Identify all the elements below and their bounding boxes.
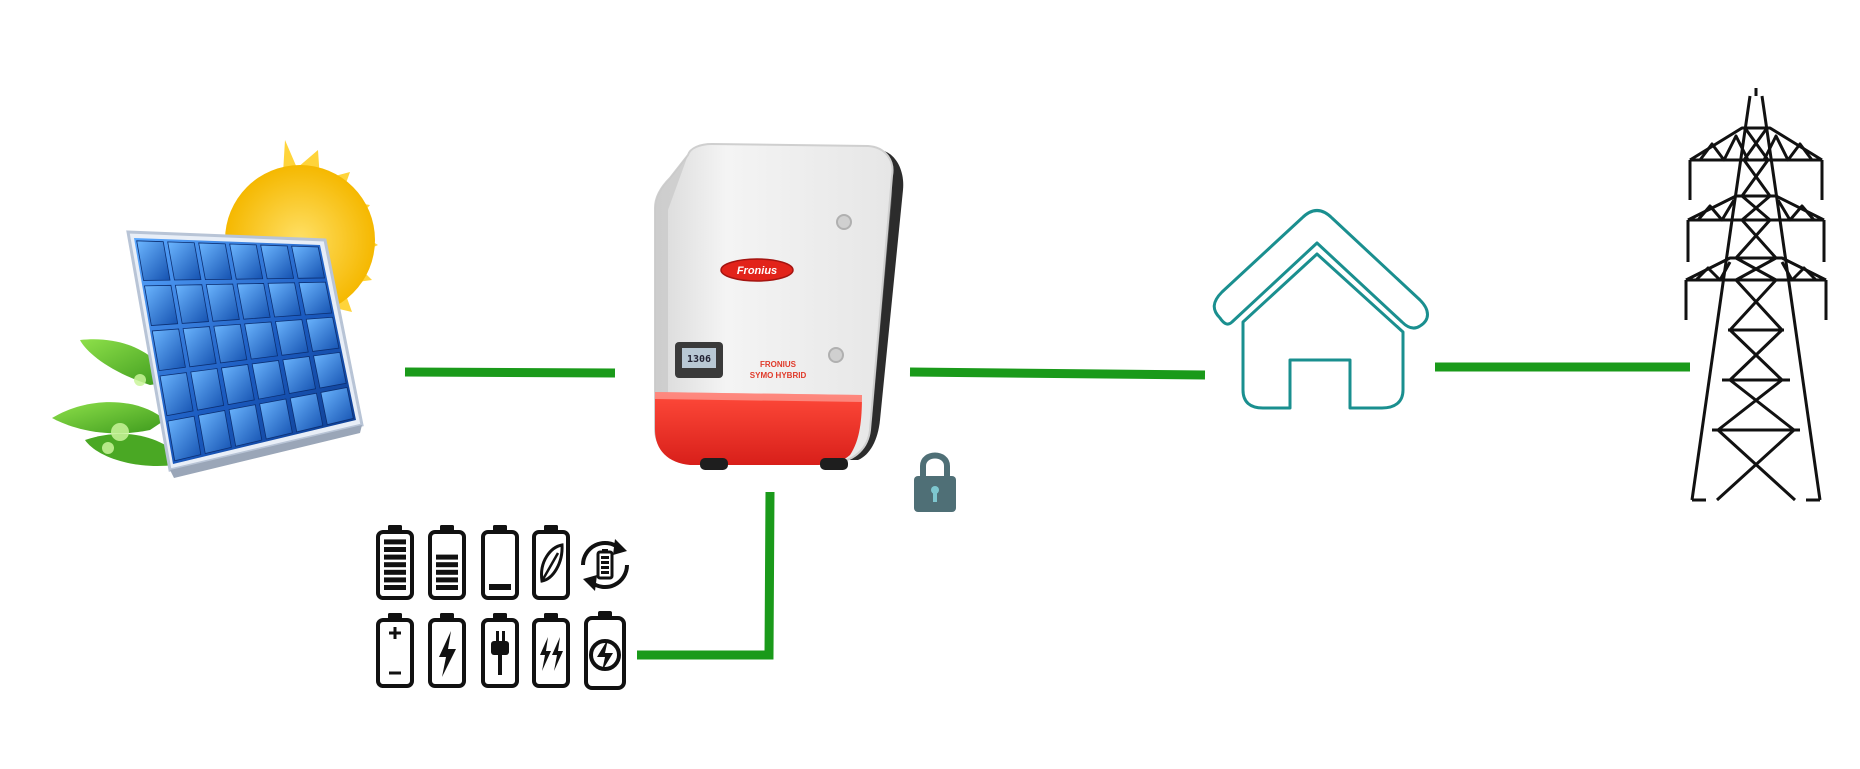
battery-cycle-icon [580, 539, 630, 591]
solar-cell [213, 323, 248, 364]
solar-cell [190, 368, 225, 411]
battery-double-bolt-icon [532, 613, 570, 688]
battery-high-icon [428, 525, 466, 600]
line-solar-to-inverter [404, 367, 616, 378]
solar-cell [151, 328, 186, 372]
solar-cell [228, 404, 263, 447]
solar-cell [298, 281, 333, 316]
battery-full-icon [376, 525, 414, 600]
house-icon [1212, 209, 1429, 410]
solar-cell [274, 319, 309, 356]
display-reading: 1306 [687, 354, 711, 365]
solar-cell [260, 244, 295, 280]
inverter-model-line2: SYMO HYBRID [750, 371, 807, 380]
solar-cell [198, 242, 233, 280]
solar-cell [251, 360, 286, 400]
battery-charge-ring-icon [584, 611, 626, 690]
connection-lines [404, 362, 1690, 660]
solar-cell [167, 241, 202, 281]
battery-plug-icon [481, 613, 519, 688]
inverter-icon: Fronius 1306 FRONIUS SYMO HYBRID [654, 142, 904, 470]
power-pylon-icon [1684, 88, 1828, 502]
inverter-model-line1: FRONIUS [760, 360, 797, 369]
line-inverter-to-battery [637, 491, 775, 660]
solar-cell [174, 284, 209, 324]
solar-cell [229, 243, 264, 280]
solar-cell [167, 415, 202, 462]
solar-cell [182, 326, 217, 368]
solar-panel-icon [52, 140, 378, 478]
battery-icon-grid [376, 525, 630, 690]
solar-cell [144, 284, 179, 326]
leaf-icon [52, 339, 182, 466]
inverter-brand-label: Fronius [737, 265, 777, 277]
solar-cell [220, 364, 255, 406]
solar-cell-grid [136, 240, 354, 462]
solar-cell [282, 355, 317, 395]
battery-bolt-icon [428, 613, 466, 688]
solar-cell [289, 392, 324, 433]
solar-cell [313, 351, 347, 389]
solar-cell [305, 316, 340, 352]
solar-cell [136, 240, 171, 281]
battery-eco-leaf-icon [532, 525, 570, 600]
line-inverter-to-house [909, 367, 1206, 380]
solar-cell [259, 398, 293, 440]
battery-plus-minus-icon [376, 613, 414, 688]
solar-cell [236, 283, 271, 320]
solar-cell [244, 321, 279, 360]
solar-cell [320, 387, 354, 426]
lock-icon [914, 452, 956, 512]
solar-cell [159, 372, 194, 417]
solar-cell [267, 282, 302, 318]
solar-cell [205, 283, 240, 322]
solar-cell [291, 245, 326, 279]
inverter-display: 1306 [675, 342, 723, 378]
battery-low-icon [481, 525, 519, 600]
solar-cell [198, 409, 232, 455]
fronius-logo: Fronius [720, 258, 794, 282]
